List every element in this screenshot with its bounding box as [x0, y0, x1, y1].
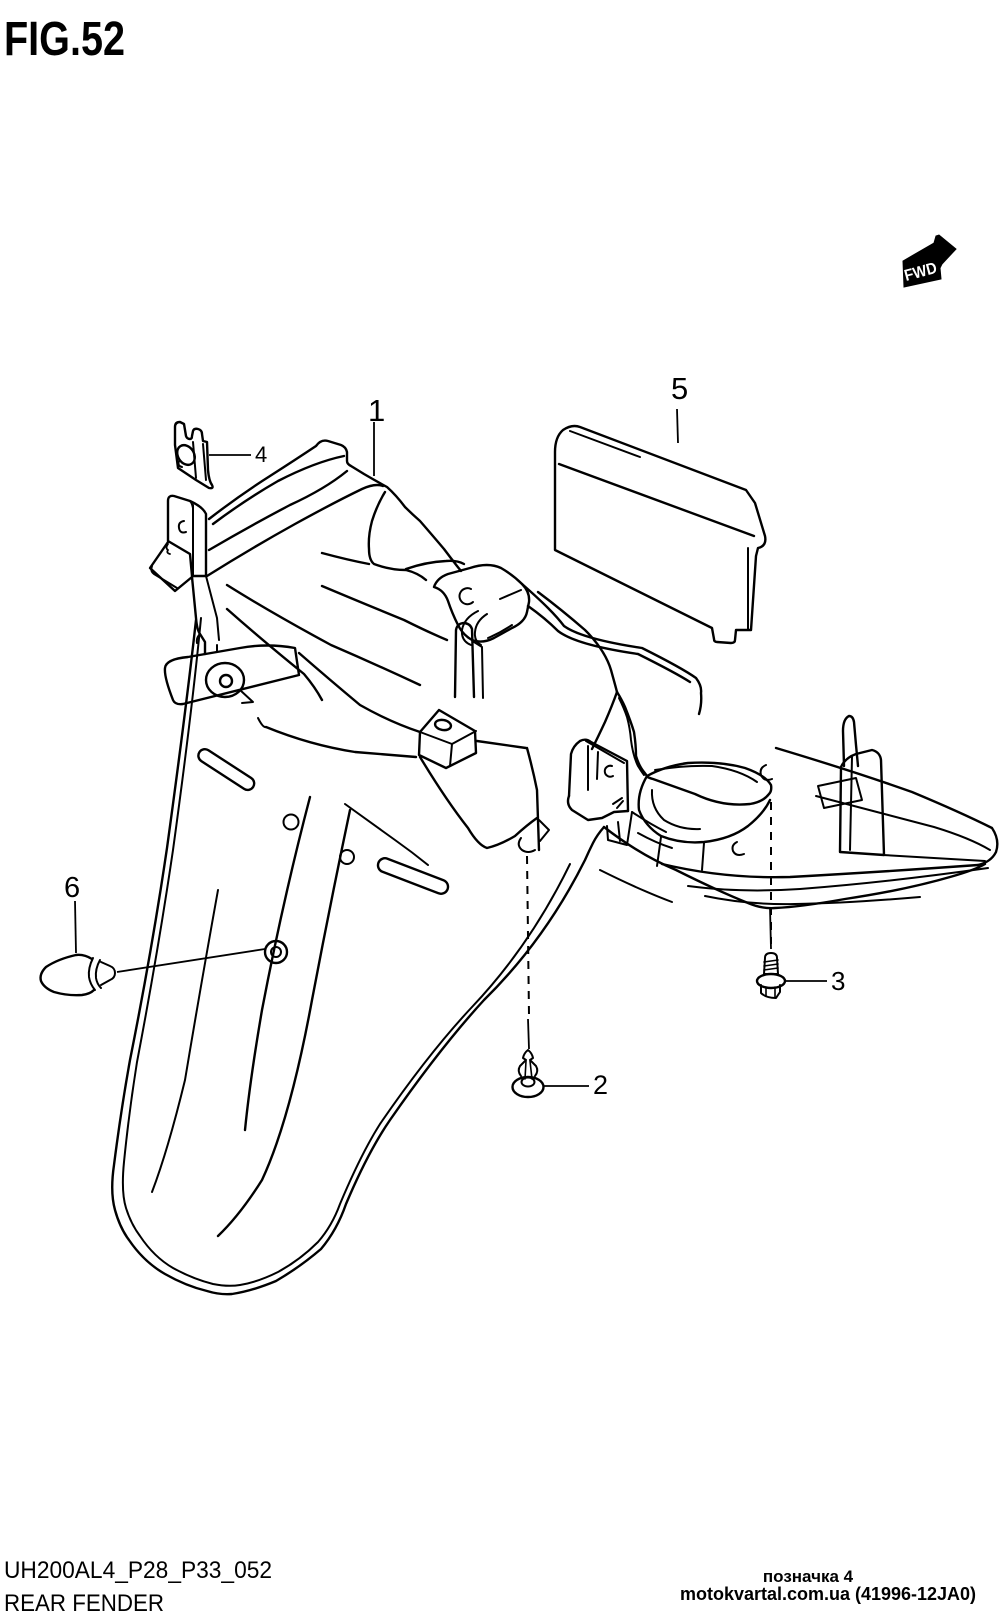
svg-text:6: 6	[64, 872, 80, 904]
svg-text:1: 1	[368, 393, 385, 428]
svg-text:FIG.52: FIG.52	[4, 13, 125, 66]
svg-text:motokvartal.com.ua (41996-12JA: motokvartal.com.ua (41996-12JA0)	[680, 1583, 976, 1604]
svg-text:2: 2	[593, 1070, 608, 1100]
svg-text:UH200AL4_P28_P33_052: UH200AL4_P28_P33_052	[4, 1557, 272, 1584]
svg-text:REAR FENDER: REAR FENDER	[4, 1590, 164, 1617]
svg-text:4: 4	[255, 442, 267, 467]
svg-text:5: 5	[671, 371, 688, 406]
svg-text:позначка 4: позначка 4	[763, 1567, 854, 1586]
svg-text:3: 3	[831, 966, 845, 996]
